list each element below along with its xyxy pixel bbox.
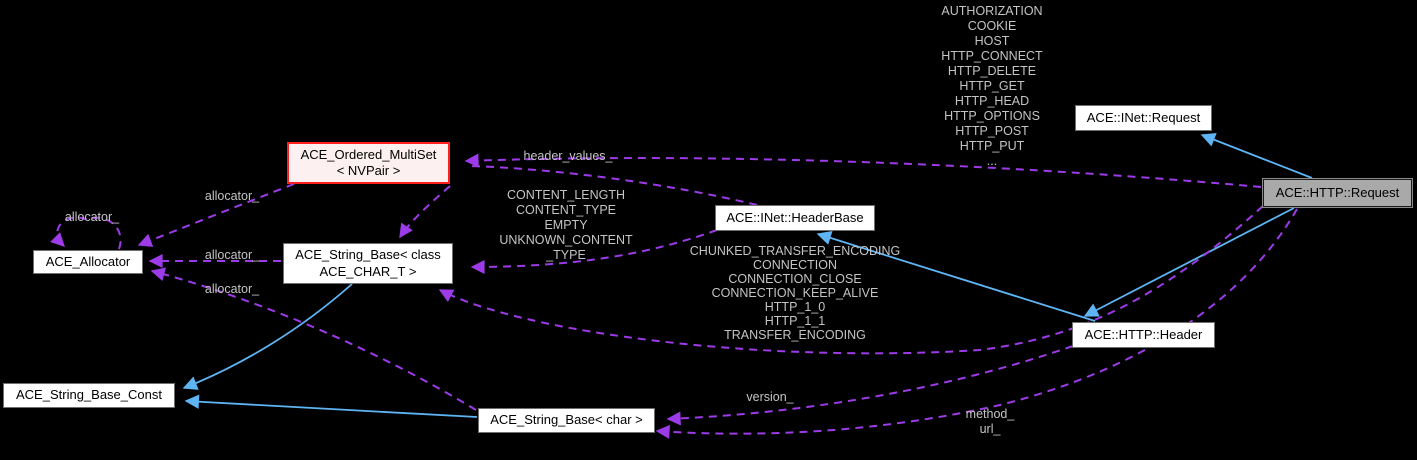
edge-inherit-stringbaset-stringbaseconst	[182, 283, 353, 390]
edge-usage-headerbase-stringbaset	[470, 229, 718, 274]
edge-usage-headerbase-multiset	[469, 165, 758, 206]
node-ace-inet-request[interactable]: ACE::INet::Request	[1075, 105, 1212, 131]
edge-usage-headervalues-multiset	[464, 153, 1262, 188]
edge-usage-methodurl-stringbasechar	[655, 208, 1298, 439]
edge-inherit-httprequest-inetrequest	[1200, 133, 1313, 179]
node-ace-string-base-char[interactable]: ACE_String_Base< char >	[478, 408, 655, 433]
edge-usage-allocator-selfloop	[50, 216, 122, 250]
node-ace-inet-headerbase[interactable]: ACE::INet::HeaderBase	[715, 205, 875, 231]
edge-usage-version-stringbasechar	[666, 345, 1074, 426]
edge-usage-httpheader-constants-stringbaset	[438, 205, 1264, 355]
edge-inherit-httpheader-inetheaderbase	[816, 231, 1096, 322]
node-ace-http-request[interactable]: ACE::HTTP::Request	[1262, 178, 1413, 208]
edge-inherit-stringbasechar-stringbaseconst	[184, 394, 478, 418]
node-ace-ordered-multiset[interactable]: ACE_Ordered_MultiSet < NVPair >	[287, 142, 450, 184]
edge-inherit-httprequest-httpheader	[1083, 207, 1295, 317]
node-ace-allocator[interactable]: ACE_Allocator	[33, 250, 143, 274]
node-ace-string-base-const[interactable]: ACE_String_Base_Const	[3, 383, 175, 408]
edge-usage-multiset-stringbaset	[399, 185, 451, 239]
edge-usage-stringbasechar-allocator	[150, 267, 477, 411]
node-ace-string-base-t[interactable]: ACE_String_Base< class ACE_CHAR_T >	[283, 243, 453, 284]
node-ace-http-header[interactable]: ACE::HTTP::Header	[1072, 322, 1215, 348]
edge-usage-multiset-allocator	[137, 183, 295, 247]
